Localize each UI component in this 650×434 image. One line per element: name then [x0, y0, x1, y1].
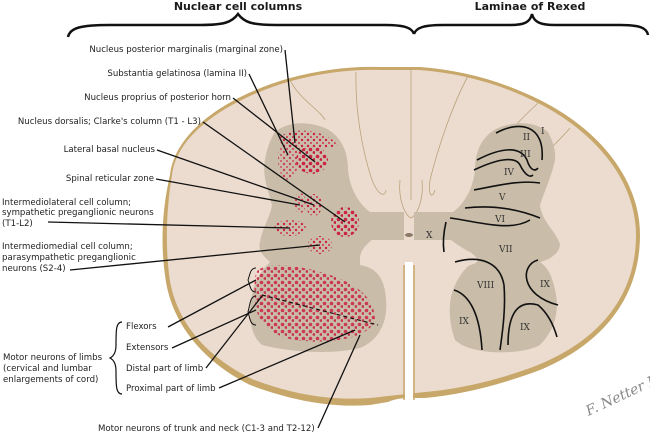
lamina-label-I: I: [541, 127, 545, 137]
lamina-label-III: III: [520, 150, 531, 160]
header-laminae-of-rexed: Laminae of Rexed: [475, 0, 586, 13]
label-intermediomedial-line3: neurons (S2-4): [2, 264, 66, 274]
label-motor-limbs-line2: (cervical and lumbar: [3, 364, 92, 374]
nuclear-labels: Nucleus posterior marginalis (marginal z…: [2, 45, 315, 434]
header-brace-right: [412, 13, 650, 36]
rexed-lamina-labels: I II III IV V VI VII VIII IX IX IX X: [426, 127, 551, 333]
label-nucleus-proprius: Nucleus proprius of posterior horn: [84, 93, 231, 103]
label-intermediolateral-line3: (T1-L2): [2, 219, 33, 229]
header-nuclear-cell-columns: Nuclear cell columns: [174, 0, 303, 13]
lamina-label-IX-medial: IX: [459, 317, 470, 327]
label-motor-limbs-line1: Motor neurons of limbs: [3, 353, 103, 363]
extensors-brace: [247, 295, 257, 326]
rexed-laminae-boundaries: [442, 125, 559, 351]
netter-signature: F. Netter M.D.: [583, 362, 650, 420]
motor-limbs-brace: [108, 321, 123, 395]
label-flexors: Flexors: [126, 322, 157, 332]
label-proximal-limb: Proximal part of limb: [126, 384, 216, 394]
label-trunk-neck-motor: Motor neurons of trunk and neck (C1-3 an…: [98, 424, 315, 434]
spinal-reticular-zone: [294, 193, 306, 213]
signature-text: F. Netter M.D.: [583, 362, 650, 420]
label-spinal-reticular-zone: Spinal reticular zone: [66, 174, 154, 184]
label-motor-limbs-line3: enlargements of cord): [3, 375, 98, 385]
lamina-label-II: II: [523, 133, 531, 143]
label-substantia-gelatinosa: Substantia gelatinosa (lamina II): [107, 69, 247, 79]
label-nucleus-dorsalis: Nucleus dorsalis; Clarke's column (T1 - …: [18, 117, 201, 127]
lamina-label-IX-ventral: IX: [520, 323, 531, 333]
substantia-gelatinosa: [278, 140, 298, 180]
lamina-label-VII: VII: [498, 245, 513, 255]
lamina-label-IX-lateral: IX: [540, 280, 551, 290]
lamina-label-VIII: VIII: [476, 281, 495, 291]
lamina-label-VI: VI: [494, 215, 505, 225]
flexor-extensor-divider: [261, 294, 379, 326]
central-canal: [405, 233, 413, 237]
motor-neurons-limbs: [254, 265, 375, 342]
label-distal-limb: Distal part of limb: [126, 364, 203, 374]
label-lateral-basal-nucleus: Lateral basal nucleus: [64, 145, 156, 155]
leader-lines: [47, 49, 361, 429]
label-intermediomedial-line2: parasympathetic preganglionic: [2, 253, 136, 263]
header-brace-left: [66, 11, 416, 38]
label-extensors: Extensors: [126, 343, 169, 353]
label-intermediolateral-line2: sympathetic preganglionic neurons: [2, 208, 154, 218]
label-intermediomedial-line1: Intermediomedial cell column;: [2, 242, 133, 252]
lamina-label-V: V: [498, 193, 506, 203]
label-nucleus-posterior-marginalis: Nucleus posterior marginalis (marginal z…: [89, 45, 283, 55]
flexors-brace: [247, 267, 257, 293]
label-intermediolateral-line1: Intermediolateral cell column;: [2, 198, 131, 208]
lamina-label-IV: IV: [504, 168, 515, 178]
lamina-label-X: X: [426, 231, 433, 241]
